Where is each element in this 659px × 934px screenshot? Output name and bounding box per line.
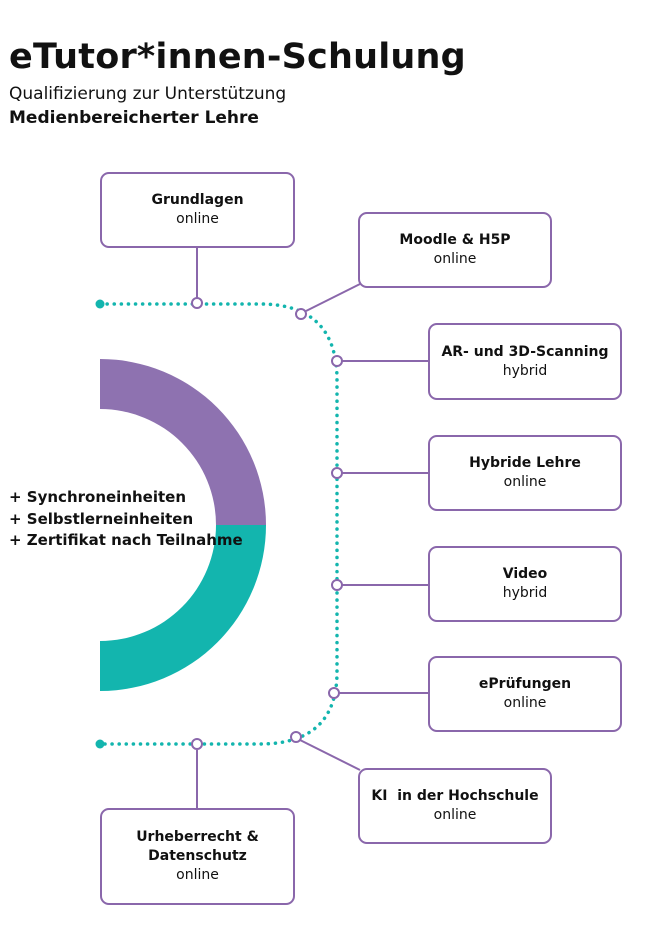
- module-mode: hybrid: [502, 585, 548, 601]
- module-title: Urheberrecht & Datenschutz: [136, 829, 259, 864]
- module-title: Moodle & H5P: [399, 232, 511, 248]
- connector-ki: [299, 739, 361, 771]
- feature-item: + Selbstlerneinheiten: [9, 509, 194, 528]
- module-moodle-h5p: Moodle & H5P online: [358, 212, 552, 288]
- module-mode: online: [176, 867, 219, 883]
- feature-list: + Synchroneinheiten + Selbstlerneinheite…: [9, 487, 249, 552]
- junction-grundlagen: [191, 297, 203, 309]
- path-end-dot: [95, 739, 105, 749]
- module-mode: online: [433, 807, 477, 823]
- module-title: ePrüfungen: [478, 676, 572, 692]
- module-mode: online: [503, 474, 547, 490]
- junction-video: [331, 579, 343, 591]
- module-title: Video: [502, 566, 548, 582]
- module-mode: online: [433, 251, 477, 267]
- module-video: Video hybrid: [428, 546, 622, 622]
- module-grundlagen: Grundlagen online: [100, 172, 295, 248]
- page-subtitle: Qualifizierung zur Unterstützung: [9, 84, 287, 104]
- junction-ki: [290, 731, 302, 743]
- ring-segment-bottom: [100, 525, 266, 691]
- junction-moodle: [295, 308, 307, 320]
- page-subtitle-bold: Medienbereicherter Lehre: [9, 108, 259, 128]
- module-hybride-lehre: Hybride Lehre online: [428, 435, 622, 511]
- module-title: AR- und 3D-Scanning: [441, 343, 609, 360]
- junction-epruefungen: [328, 687, 340, 699]
- junction-hybride: [331, 467, 343, 479]
- junction-urheberrecht: [191, 738, 203, 750]
- header: eTutor*innen-Schulung Qualifizierung zur…: [9, 32, 649, 130]
- module-epruefungen: ePrüfungen online: [428, 656, 622, 732]
- module-ki-hochschule: KI in der Hochschule online: [358, 768, 552, 844]
- module-title: Hybride Lehre: [469, 455, 581, 471]
- module-title: KI in der Hochschule: [371, 788, 539, 804]
- module-mode: online: [176, 211, 219, 227]
- connector-moodle: [305, 283, 361, 312]
- page-title: eTutor*innen-Schulung: [9, 37, 466, 77]
- module-title: Grundlagen: [151, 192, 244, 208]
- module-mode: online: [503, 695, 547, 711]
- path-start-dot: [95, 299, 105, 309]
- ring-segment-top: [100, 359, 266, 525]
- module-urheberrecht-datenschutz: Urheberrecht & Datenschutz online: [100, 808, 295, 905]
- junction-ar: [331, 355, 343, 367]
- module-ar-3d-scanning: AR- und 3D-Scanning hybrid: [428, 323, 622, 400]
- feature-item: + Synchroneinheiten: [9, 488, 187, 506]
- feature-item: + Zertifikat nach Teilnahme: [9, 531, 243, 549]
- module-mode: hybrid: [502, 362, 548, 379]
